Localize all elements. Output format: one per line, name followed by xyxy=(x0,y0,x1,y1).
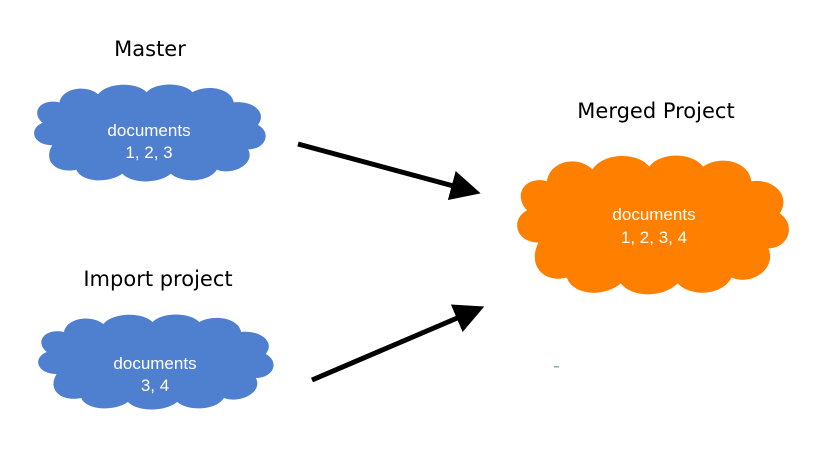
arrow-import-to-merged xyxy=(311,304,485,383)
import-heading: Import project xyxy=(83,267,232,291)
import-cloud-line2: 3, 4 xyxy=(141,376,169,395)
master-cloud-line1: documents xyxy=(107,121,190,140)
master-cloud: documents 1, 2, 3 xyxy=(34,84,266,182)
merged-heading: Merged Project xyxy=(577,99,734,123)
merged-cloud: documents 1, 2, 3, 4 xyxy=(517,155,789,295)
stray-mark xyxy=(554,366,559,368)
merged-cloud-shape xyxy=(517,155,789,295)
merged-cloud-line1: documents xyxy=(612,205,695,224)
arrow-master-to-merged xyxy=(297,141,481,201)
merged-cloud-line2: 1, 2, 3, 4 xyxy=(621,228,687,247)
master-heading: Master xyxy=(114,37,186,61)
import-cloud-line1: documents xyxy=(113,354,196,373)
import-cloud: documents 3, 4 xyxy=(38,314,274,410)
master-cloud-line2: 1, 2, 3 xyxy=(125,143,172,162)
